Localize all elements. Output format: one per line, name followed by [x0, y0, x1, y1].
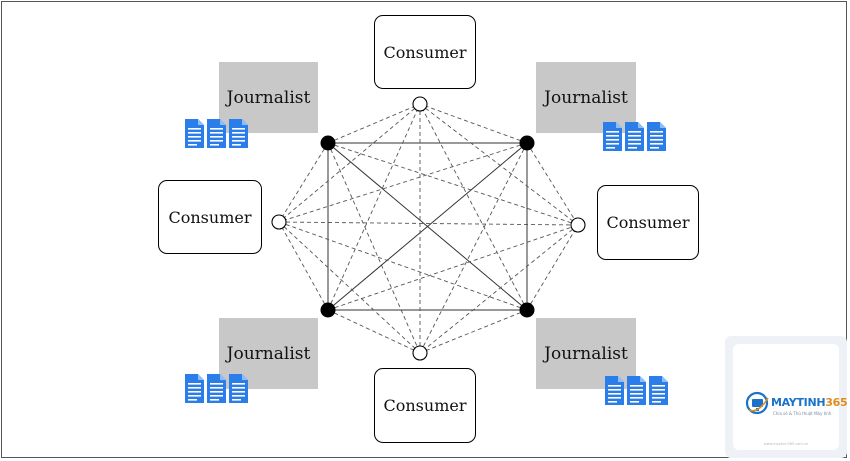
journalist-node-j-tl [320, 135, 336, 151]
dashed-edge-j-tl-c-top [327, 103, 421, 144]
dashed-edge-c-top-c-right [419, 103, 579, 226]
dashed-edge-c-right-c-bottom [419, 224, 579, 354]
consumer-box-left: Consumer [158, 180, 262, 254]
watermark-logo: MAYTINH365 Chia sẻ & Thủ thuật Máy tính … [725, 336, 848, 458]
journalist-box-bottom-right: Journalist [536, 318, 636, 389]
dashed-edge-j-br-c-bottom [419, 309, 528, 354]
journalist-box-top-right: Journalist [536, 62, 636, 133]
document-icon [185, 374, 204, 403]
dashed-edge-j-bl-c-top [327, 103, 421, 311]
consumer-box-top: Consumer [374, 15, 476, 89]
journalist-label: Journalist [544, 343, 628, 364]
consumer-node-c-bottom [412, 345, 428, 361]
document-group-bottom-left [184, 373, 249, 404]
journalist-node-j-tr [519, 135, 535, 151]
document-icon [603, 122, 622, 151]
consumer-box-right: Consumer [597, 185, 699, 260]
document-icon [625, 122, 644, 151]
journalist-label: Journalist [544, 87, 628, 108]
journalist-node-j-bl [320, 302, 336, 318]
monitor-globe-icon [745, 391, 769, 415]
consumer-label: Consumer [383, 396, 467, 415]
dashed-edge-c-left-c-bottom [278, 221, 421, 354]
document-icon [229, 119, 248, 148]
journalist-label: Journalist [226, 343, 311, 364]
consumer-label: Consumer [168, 207, 252, 227]
dashed-edge-j-tl-c-bottom [327, 142, 421, 354]
consumer-box-bottom: Consumer [374, 368, 476, 443]
dashed-edge-j-bl-c-right [327, 224, 579, 311]
journalist-label: Journalist [226, 87, 311, 108]
consumer-node-c-top [412, 96, 428, 112]
document-group-top-left [184, 118, 249, 149]
consumer-node-c-right [570, 217, 586, 233]
consumer-label: Consumer [606, 213, 690, 232]
document-icon [627, 376, 646, 405]
watermark-card: MAYTINH365 Chia sẻ & Thủ thuật Máy tính … [733, 344, 848, 450]
dashed-edge-j-br-c-left [278, 221, 528, 311]
dashed-edge-j-br-c-right [526, 224, 579, 311]
dashed-edge-c-top-c-left [278, 103, 421, 223]
solid-edge-j-tr-j-bl [327, 142, 528, 311]
document-icon [207, 119, 226, 148]
dashed-edge-j-tr-c-right [526, 142, 579, 226]
document-icon [649, 376, 668, 405]
watermark-url: www.maytinh365.com.vn [763, 442, 809, 446]
document-group-bottom-right [604, 375, 669, 406]
document-icon [185, 119, 204, 148]
dashed-edge-c-left-c-right [278, 221, 579, 226]
dashed-edge-j-bl-c-left [278, 221, 329, 311]
dashed-edge-j-br-c-top [419, 103, 528, 311]
document-group-top-right [602, 121, 667, 152]
dashed-edge-j-tr-c-left [278, 142, 528, 223]
consumer-label: Consumer [383, 42, 467, 62]
dashed-edge-j-tr-c-bottom [419, 142, 528, 354]
dashed-edge-j-tl-c-right [327, 142, 579, 226]
dashed-edge-j-tl-c-left [278, 142, 329, 223]
document-icon [229, 374, 248, 403]
watermark-brand: MAYTINH365 [771, 396, 848, 409]
watermark-tagline: Chia sẻ & Thủ thuật Máy tính [773, 411, 832, 416]
consumer-node-c-left [271, 214, 287, 230]
dashed-edge-j-tr-c-top [419, 103, 528, 144]
document-icon [647, 122, 666, 151]
document-icon [207, 374, 226, 403]
journalist-node-j-br [519, 302, 535, 318]
document-icon [605, 376, 624, 405]
dashed-edge-j-bl-c-bottom [327, 309, 421, 354]
